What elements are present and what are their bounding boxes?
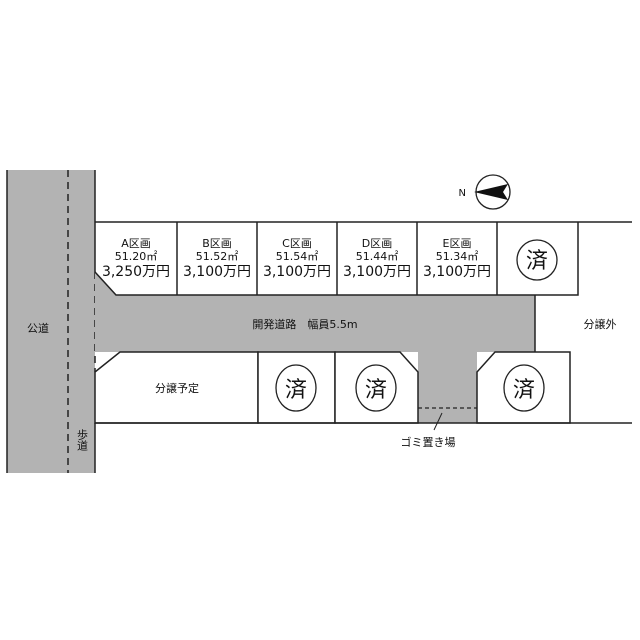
sold-mark: 済	[513, 378, 535, 403]
lot-area: 51.44㎡	[356, 250, 399, 263]
top-lot-dividers	[176, 222, 498, 295]
garbage-area-label: ゴミ置き場	[401, 435, 456, 449]
lot-c: C区画 51.54㎡ 3,100万円	[263, 237, 331, 280]
lot-price: 3,100万円	[343, 264, 411, 280]
lot-sold-3	[476, 351, 571, 424]
sold-mark: 済	[526, 249, 548, 274]
lot-area: 51.54㎡	[276, 250, 319, 263]
sold-stamp-icon	[275, 364, 317, 412]
lot-a: A区画 51.20㎡ 3,250万円	[102, 237, 170, 280]
lot-name: B区画	[202, 237, 232, 250]
sold-stamp-2: 済	[355, 364, 397, 412]
public-road	[7, 170, 95, 473]
sold-stamp-icon	[503, 364, 545, 412]
planned-lot-label: 分譲予定	[155, 381, 199, 395]
lot-area: 51.52㎡	[196, 250, 239, 263]
public-road-label: 公道	[27, 321, 49, 335]
lot-price: 3,100万円	[263, 264, 331, 280]
development-road	[95, 272, 535, 423]
north-arrow-icon: N	[459, 174, 511, 210]
lot-price: 3,100万円	[423, 264, 491, 280]
lot-area: 51.34㎡	[436, 250, 479, 263]
lot-price: 3,100万円	[183, 264, 251, 280]
outside-area-label: 分譲外	[584, 317, 617, 331]
lot-name: E区画	[443, 237, 472, 250]
lot-d: D区画 51.44㎡ 3,100万円	[343, 237, 411, 280]
lot-area: 51.20㎡	[115, 250, 158, 263]
lot-sold-2	[334, 351, 419, 424]
lot-e: E区画 51.34㎡ 3,100万円	[423, 237, 491, 280]
lot-name: C区画	[282, 237, 312, 250]
sold-stamp-1: 済	[275, 364, 317, 412]
north-label: N	[459, 188, 466, 199]
sidewalk-label: 歩道	[76, 428, 89, 451]
lot-price: 3,250万円	[102, 264, 170, 280]
lot-b: B区画 51.52㎡ 3,100万円	[183, 237, 251, 280]
lot-name: A区画	[121, 237, 151, 250]
sold-mark: 済	[285, 378, 307, 403]
development-road-label: 開発道路 幅員5.5m	[252, 317, 357, 331]
lot-name: D区画	[362, 237, 392, 250]
sold-stamp-3: 済	[503, 364, 545, 412]
sold-mark: 済	[365, 378, 387, 403]
lot-top-sold: 済	[516, 239, 558, 281]
sold-stamp-icon	[516, 239, 558, 281]
sold-stamp-icon	[355, 364, 397, 412]
garbage-leader	[433, 412, 443, 431]
top-lots-outline	[94, 222, 579, 296]
